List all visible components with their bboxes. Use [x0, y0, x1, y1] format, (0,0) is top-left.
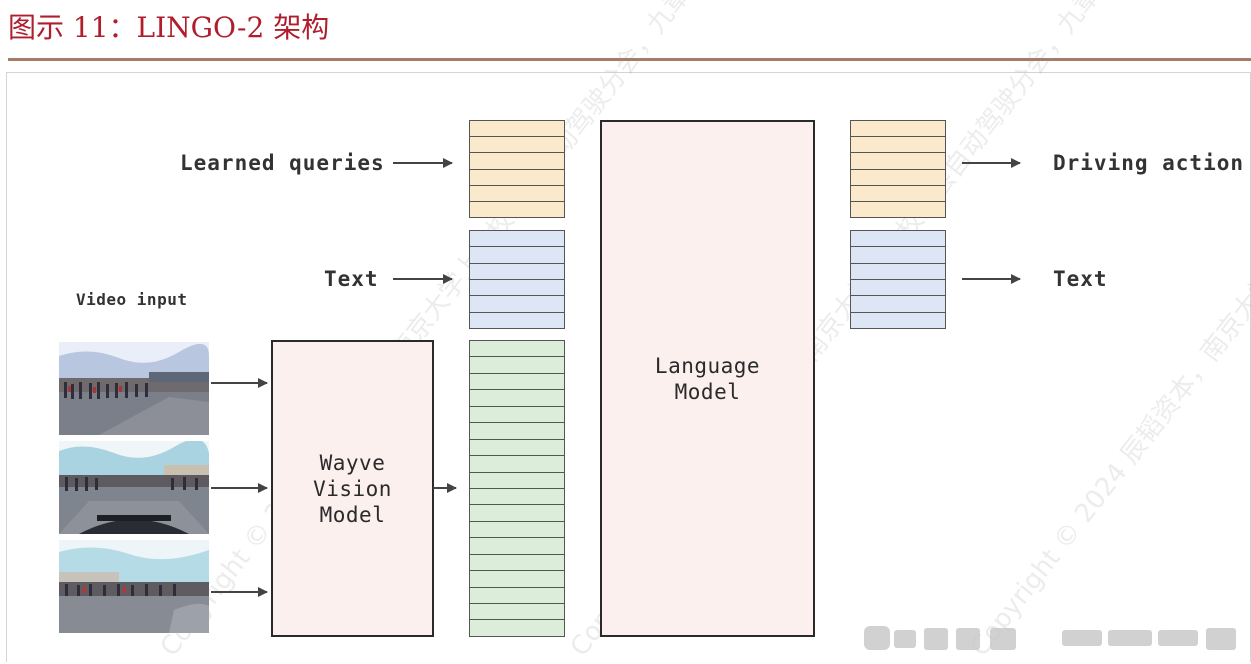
learned-query-tokens	[469, 120, 565, 218]
token-cell	[470, 153, 564, 170]
token-cell	[470, 521, 564, 539]
token-cell	[851, 279, 945, 297]
language-model-label: Language Model	[654, 353, 761, 404]
token-cell	[470, 406, 564, 424]
token-cell	[470, 201, 564, 218]
video-input-label: Video input	[76, 290, 188, 309]
token-cell	[470, 423, 564, 440]
token-cell	[851, 169, 945, 186]
token-cell	[470, 357, 564, 374]
token-cell	[470, 538, 564, 555]
token-cell	[851, 201, 945, 218]
token-cell	[470, 296, 564, 313]
title-divider	[8, 58, 1251, 61]
token-cell	[470, 279, 564, 297]
video-frame-1	[59, 342, 209, 435]
token-cell	[470, 247, 564, 264]
token-cell	[470, 505, 564, 522]
token-cell	[470, 571, 564, 588]
token-cell	[470, 620, 564, 636]
driving-action-label: Driving action	[1053, 151, 1245, 175]
learned-queries-label: Learned queries	[180, 151, 385, 175]
driving-action-tokens	[850, 120, 946, 218]
token-cell	[470, 312, 564, 328]
language-model: Language Model	[600, 120, 815, 637]
token-cell	[851, 296, 945, 313]
token-cell	[851, 263, 945, 280]
blurred-logo	[862, 620, 1242, 660]
token-cell	[851, 231, 945, 248]
token-cell	[470, 169, 564, 186]
token-cell	[470, 185, 564, 202]
token-cell	[470, 263, 564, 280]
token-cell	[470, 121, 564, 138]
token-cell	[470, 488, 564, 506]
token-cell	[470, 137, 564, 154]
text-input-tokens	[469, 230, 565, 329]
text-input-label: Text	[324, 267, 379, 291]
token-cell	[851, 137, 945, 154]
token-cell	[470, 587, 564, 604]
token-cell	[851, 185, 945, 202]
text-output-tokens	[850, 230, 946, 329]
token-cell	[851, 121, 945, 138]
token-cell	[470, 341, 564, 358]
token-cell	[470, 472, 564, 489]
token-cell	[851, 312, 945, 328]
token-cell	[470, 604, 564, 621]
token-cell	[470, 390, 564, 407]
wayve-vision-model-label: Wayve Vision Model	[313, 450, 392, 527]
token-cell	[470, 456, 564, 473]
video-frame-2	[59, 441, 209, 534]
token-cell	[470, 373, 564, 391]
token-cell	[470, 439, 564, 457]
token-cell	[851, 247, 945, 264]
figure-title: 图示 11：LINGO-2 架构	[8, 11, 330, 44]
token-cell	[851, 153, 945, 170]
video-frame-3	[59, 540, 209, 633]
token-cell	[470, 554, 564, 572]
vision-tokens	[469, 340, 565, 637]
text-output-label: Text	[1053, 267, 1108, 291]
wayve-vision-model: Wayve Vision Model	[271, 340, 434, 637]
token-cell	[470, 231, 564, 248]
